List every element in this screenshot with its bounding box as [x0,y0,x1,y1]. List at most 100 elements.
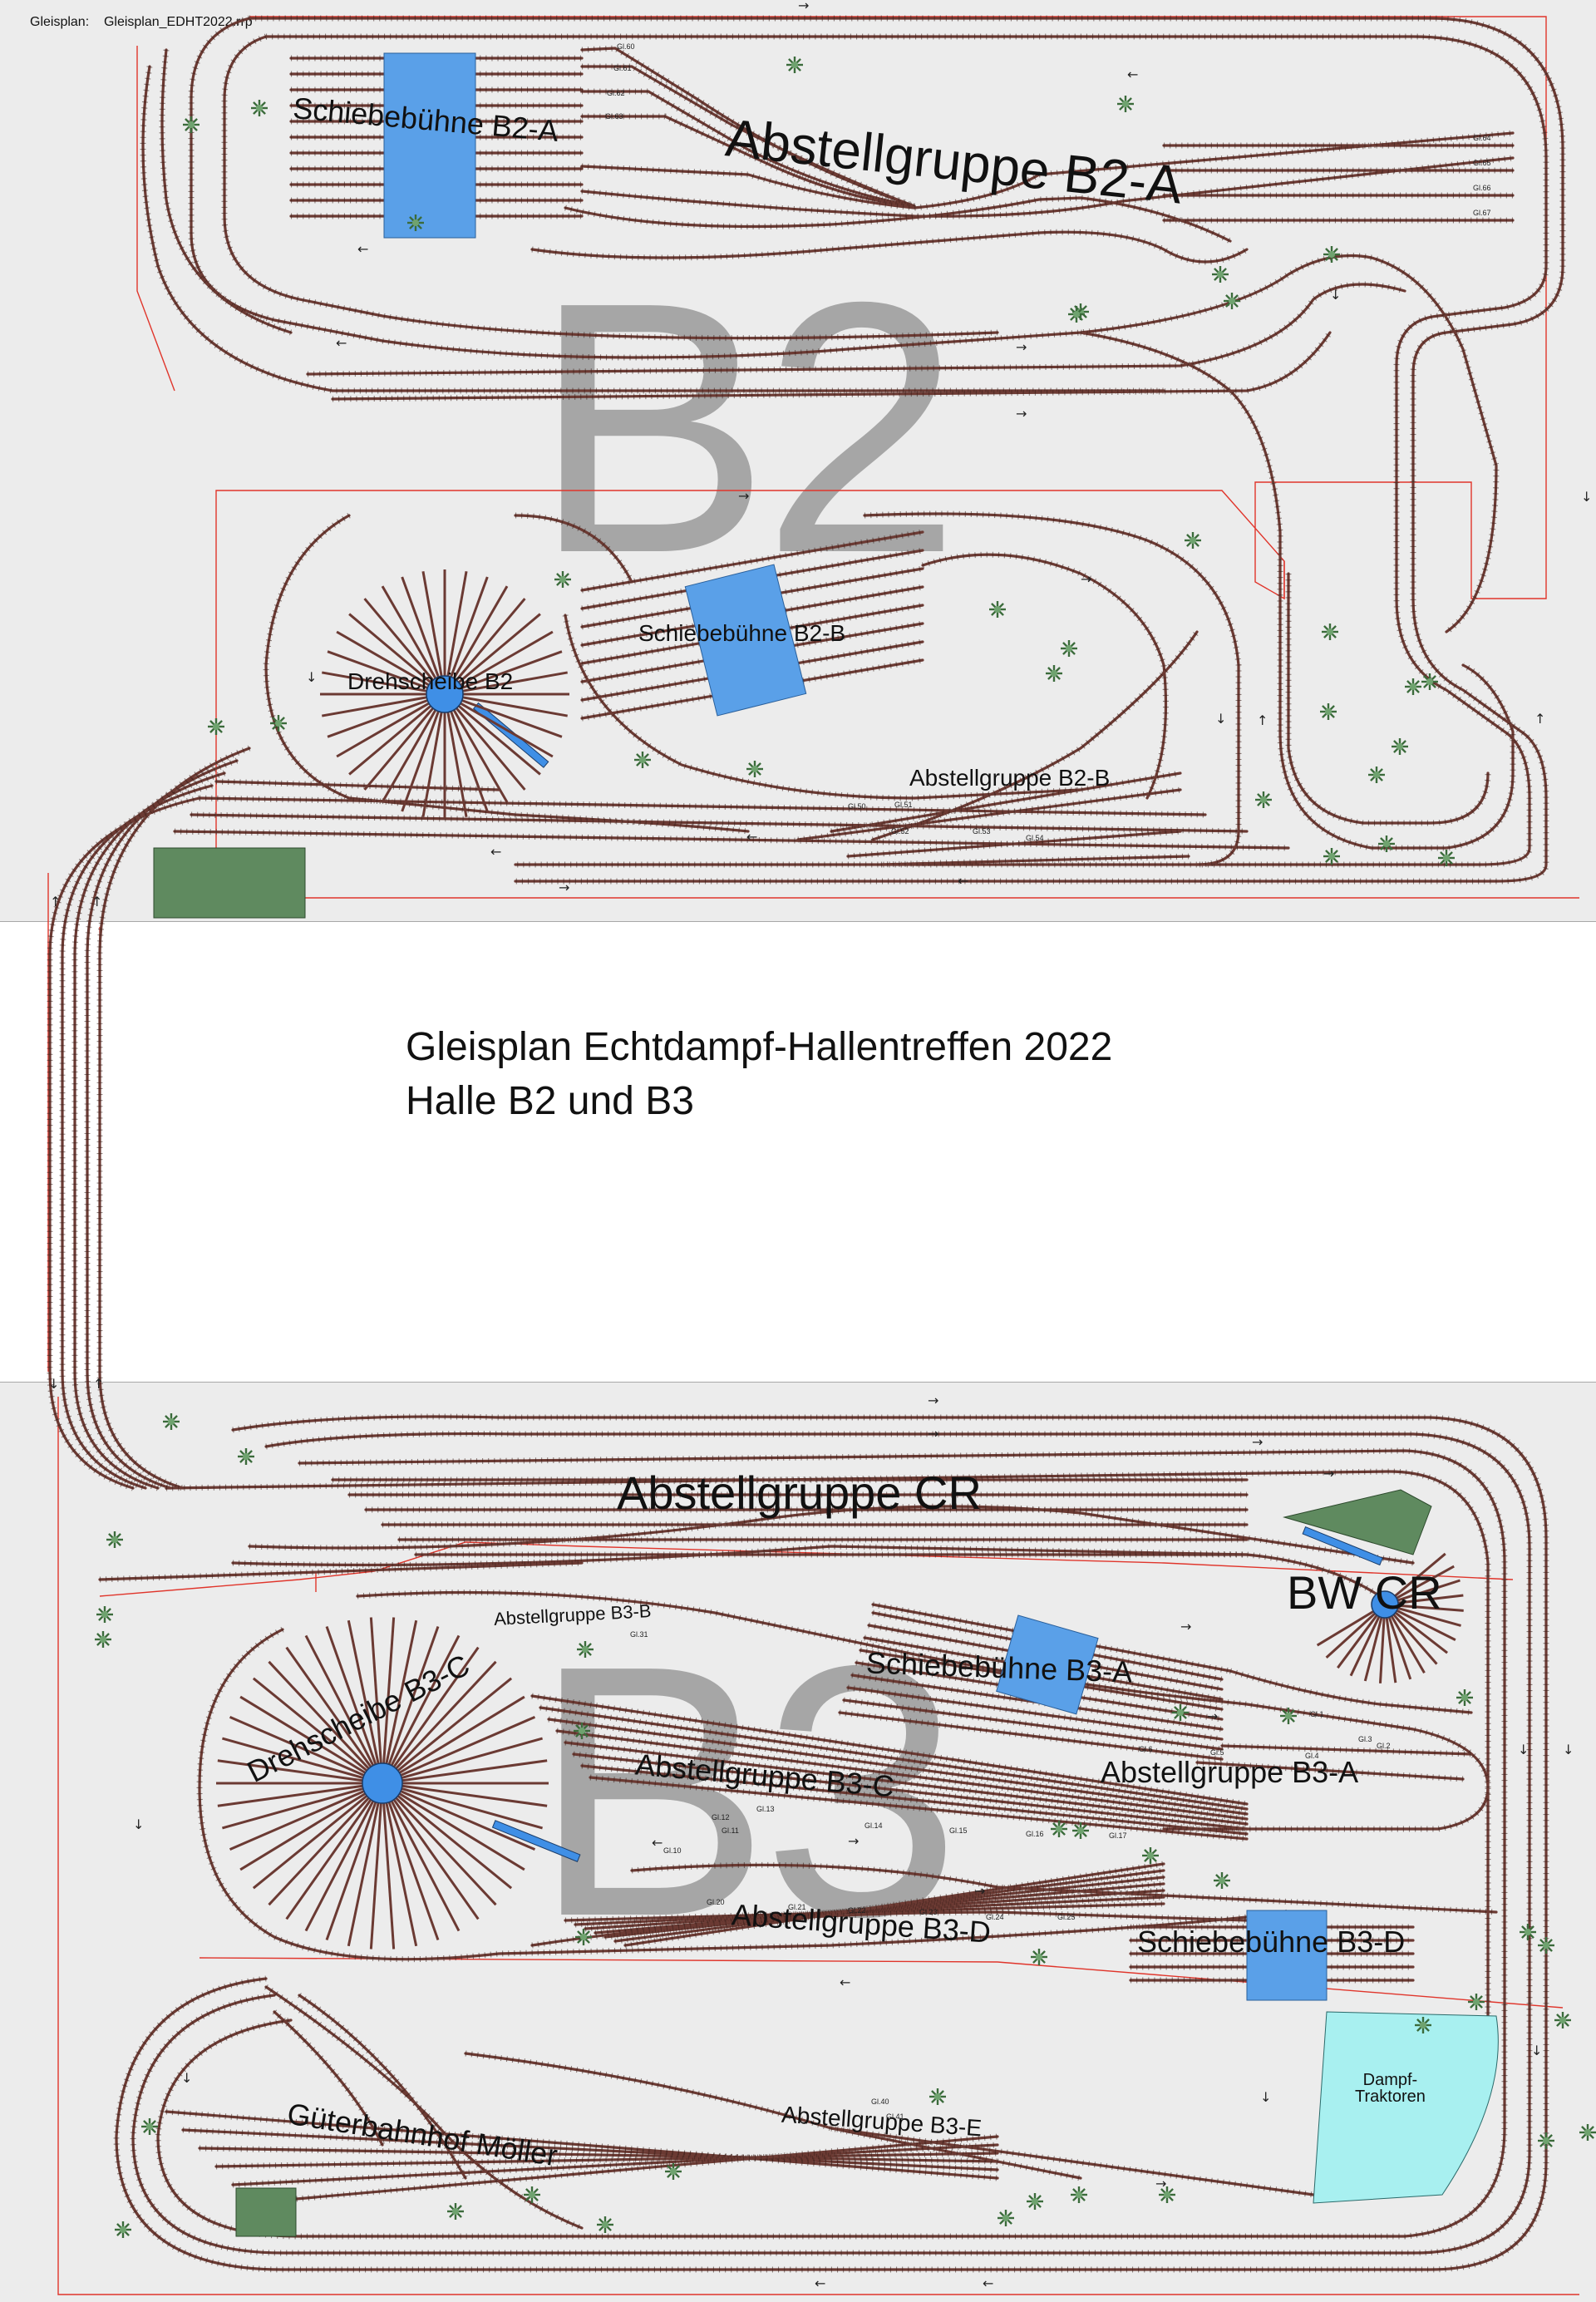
turntable-b3c-ray-9 [390,1800,461,1932]
loop-b2-east-return [1079,331,1515,850]
tree-30-crown [168,1418,175,1425]
tree-44-crown [1461,1694,1468,1701]
storage-b3e-5-sleepers [232,2142,998,2188]
tree-55 [1071,2186,1087,2203]
label-drehscheibe-b2: Drehscheibe B2 [347,668,514,694]
tree-59 [597,2216,613,2233]
turntable-b3c-ray-21 [229,1790,365,1851]
tree-16-crown [1396,743,1403,750]
label-schiebebuehne-b3d: Schiebebühne B3-D [1137,1925,1406,1959]
turntable-b2-ray-20 [322,671,427,693]
track-label-gl65: Gl.65 [1473,159,1491,167]
turntable-b2-ray-21 [327,650,428,689]
tree-23 [208,718,224,735]
arrow-9: ↑ [1534,711,1545,727]
turntable-b3c-ray-46 [401,1759,548,1782]
storage-b3c-1-sleepers [531,1693,1248,1807]
turntable-cr-pit [1371,1590,1399,1619]
tree-27-crown [1328,853,1335,860]
plan-title-line1: Gleisplan Echtdampf-Hallentreffen 2022 [406,1025,1113,1069]
turntable-b3c-ray-8 [392,1798,480,1920]
track-label-gl52: Gl.52 [891,827,909,836]
tree-33-crown [101,1611,108,1618]
turntable-bridge-b3c [491,1820,581,1862]
turntable-b2-ray-4 [460,702,554,758]
transfer-table-b2a [383,52,476,239]
boundary-b3-outer [57,1397,1579,2295]
tree-47 [1468,1994,1485,2010]
arrow-19: ↑ [50,894,61,909]
loop-b3-inner-sleepers [357,1590,1491,1832]
b2-south-1-sleepers [190,811,1248,835]
track-label-gl11: Gl.11 [722,1826,739,1835]
turntable-b3c-ray-27 [229,1715,365,1777]
tree-24-crown [275,720,282,727]
turntable-b3c-ray-32 [304,1634,375,1767]
storage-b2b-ramp-5-sleepers [880,853,1190,868]
track-label-gl15: Gl.15 [949,1826,968,1835]
turntable-b2-ray-9 [446,712,468,817]
turntable-b2-ray-18 [322,696,427,717]
label-abstellgruppe-b3a: Abstellgruppe B3-A [1101,1755,1359,1789]
label-bw-cr: BW CR [1287,1566,1442,1619]
tree-48 [1554,2012,1571,2028]
tree-39-crown [1077,1827,1084,1834]
plan-title: Gleisplan Echtdampf-Hallentreffen 2022 H… [406,1021,1112,1129]
turntable-cr-ray-3 [1396,1579,1461,1602]
turntable-bridge-b2 [472,702,549,768]
turntable-b3c-ray-31 [285,1646,372,1768]
loop-b2b-turntable-north-sleepers [515,512,635,584]
arrow-2: ← [1127,67,1138,82]
tree-20-crown [994,606,1001,613]
loop-b2-outer-2-sleepers [266,33,1549,868]
turntable-b2-ray-6 [455,707,526,791]
tree-10-crown [1217,271,1224,278]
transfer-table-b2b [684,564,807,717]
loop-b2b-turntable-sleepers [263,512,749,835]
tree-23-crown [213,723,219,730]
header-file: Gleisplan_EDHT2022.rrp [103,15,253,29]
hall-b2-boundary-line [0,921,1596,922]
turntable-b3c-ray-19 [252,1794,368,1890]
turntable-b2-ray-35 [461,650,563,689]
tree-47-crown [1473,1999,1480,2005]
track-label-gl6: Gl.6 [1139,1745,1153,1753]
turntable-b2-ray-5 [457,704,541,776]
tree-42 [1172,1704,1189,1721]
storage-b2b-ramp-4-sleepers [847,828,1181,860]
building-bw-cr [1283,1489,1432,1555]
track-label-gl2: Gl.2 [1377,1742,1391,1750]
storage-b3a-fan-9 [838,1711,1224,1761]
track-label-gl54: Gl.54 [1026,834,1044,842]
track-label-gl31: Gl.31 [630,1630,648,1639]
storage-b3a-fan-8 [842,1698,1224,1751]
storage-b3c-2 [539,1706,1249,1811]
track-label-gl4: Gl.4 [1305,1752,1319,1760]
tree-37-crown [580,1934,587,1940]
tree-34-crown [100,1636,106,1643]
turntable-b3c-ray-40 [392,1646,480,1768]
tree-58 [447,2203,464,2220]
arrow-30: → [1180,1619,1191,1634]
turntable-b3c-ray-33 [325,1626,377,1765]
turntable-b2-ray-3 [461,699,563,738]
tree-29 [1378,836,1395,852]
tree-14 [1421,673,1438,690]
tree-32-crown [111,1536,118,1543]
turntable-b2-ray-29 [446,571,468,677]
turntable-b3c-ray-42 [397,1677,513,1772]
loop-b3-outer-2 [131,1432,1531,2255]
turntable-b3c-ray-28 [239,1695,367,1774]
storage-b3a-lead-3 [1195,1761,1465,1781]
track-label-gl66: Gl.66 [1473,184,1491,192]
track-label-gl50: Gl.50 [848,802,866,811]
tree-31 [238,1448,254,1465]
turntable-cr-ray-17 [1325,1612,1377,1659]
tree-18 [1255,791,1272,808]
loop-b2-mid [306,283,1406,376]
turntable-b3c-ray-14 [347,1802,380,1947]
arrow-18: ← [490,844,501,860]
tree-49-crown [1543,2137,1549,2144]
turntable-b2-ray-12 [401,711,440,812]
turntable-b2-ray-25 [381,585,437,679]
